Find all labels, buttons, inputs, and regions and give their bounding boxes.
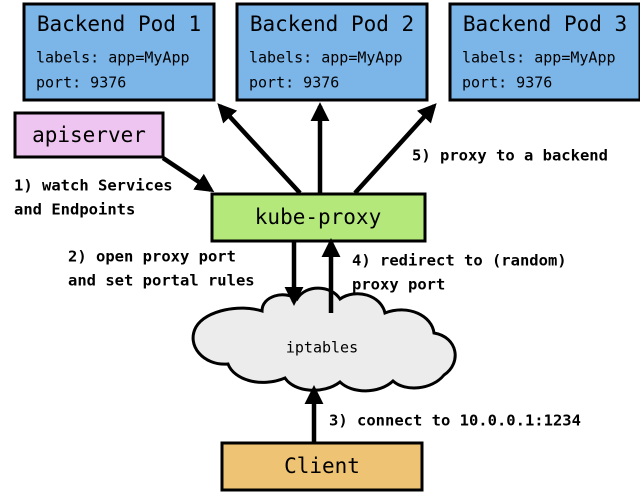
step-1-label: 1) watch Services and Endpoints bbox=[14, 177, 173, 219]
kube-proxy-title: kube-proxy bbox=[255, 205, 381, 229]
client-node: Client bbox=[220, 441, 424, 492]
backend-pod-2-title: Backend Pod 2 bbox=[250, 12, 414, 36]
arrow-kube-proxy-to-pod-3 bbox=[353, 103, 437, 195]
arrow-apiserver-to-kube-proxy bbox=[161, 156, 215, 193]
backend-pod-2-box bbox=[235, 2, 429, 102]
iptables-cloud-shape bbox=[191, 286, 457, 393]
backend-pod-3-port: port: 9376 bbox=[462, 74, 552, 92]
kube-proxy-node: kube-proxy bbox=[210, 192, 427, 243]
apiserver-title: apiserver bbox=[32, 123, 146, 147]
backend-pod-1-title: Backend Pod 1 bbox=[37, 12, 201, 36]
backend-pod-1-port: port: 9376 bbox=[36, 74, 126, 92]
backend-pod-3-title: Backend Pod 3 bbox=[463, 12, 627, 36]
step-1-line-2: and Endpoints bbox=[14, 201, 135, 219]
step-5-line-1: 5) proxy to a backend bbox=[412, 147, 608, 165]
backend-pod-3-node: Backend Pod 3 labels: app=MyApp port: 93… bbox=[448, 2, 640, 102]
backend-pod-2-node: Backend Pod 2 labels: app=MyApp port: 93… bbox=[235, 2, 429, 102]
apiserver-box bbox=[13, 111, 165, 159]
step-3-label: 3) connect to 10.0.0.1:1234 bbox=[329, 412, 581, 430]
arrow-kube-proxy-to-pod-1 bbox=[217, 103, 302, 195]
client-box bbox=[220, 441, 424, 492]
apiserver-node: apiserver bbox=[13, 111, 165, 159]
kube-proxy-box bbox=[210, 192, 427, 243]
backend-pod-2-labels: labels: app=MyApp bbox=[249, 49, 403, 67]
step-4-label: 4) redirect to (random) proxy port bbox=[352, 252, 567, 294]
backend-pod-1-labels: labels: app=MyApp bbox=[36, 49, 190, 67]
backend-pod-3-box bbox=[448, 2, 640, 102]
backend-pod-1-node: Backend Pod 1 labels: app=MyApp port: 93… bbox=[22, 2, 216, 102]
step-1-line-1: 1) watch Services bbox=[14, 177, 173, 195]
iptables-node: iptables bbox=[191, 286, 457, 393]
step-2-label: 2) open proxy port and set portal rules bbox=[68, 248, 255, 290]
step-4-line-1: 4) redirect to (random) bbox=[352, 252, 567, 270]
client-title: Client bbox=[284, 454, 360, 478]
step-5-label: 5) proxy to a backend bbox=[412, 147, 608, 165]
backend-pod-1-box bbox=[22, 2, 216, 102]
step-3-line-1: 3) connect to 10.0.0.1:1234 bbox=[329, 412, 581, 430]
step-4-line-2: proxy port bbox=[352, 276, 445, 294]
backend-pod-3-labels: labels: app=MyApp bbox=[462, 49, 616, 67]
step-2-line-1: 2) open proxy port bbox=[68, 248, 236, 266]
backend-pod-2-port: port: 9376 bbox=[249, 74, 339, 92]
step-2-line-2: and set portal rules bbox=[68, 272, 255, 290]
iptables-label: iptables bbox=[286, 339, 358, 357]
